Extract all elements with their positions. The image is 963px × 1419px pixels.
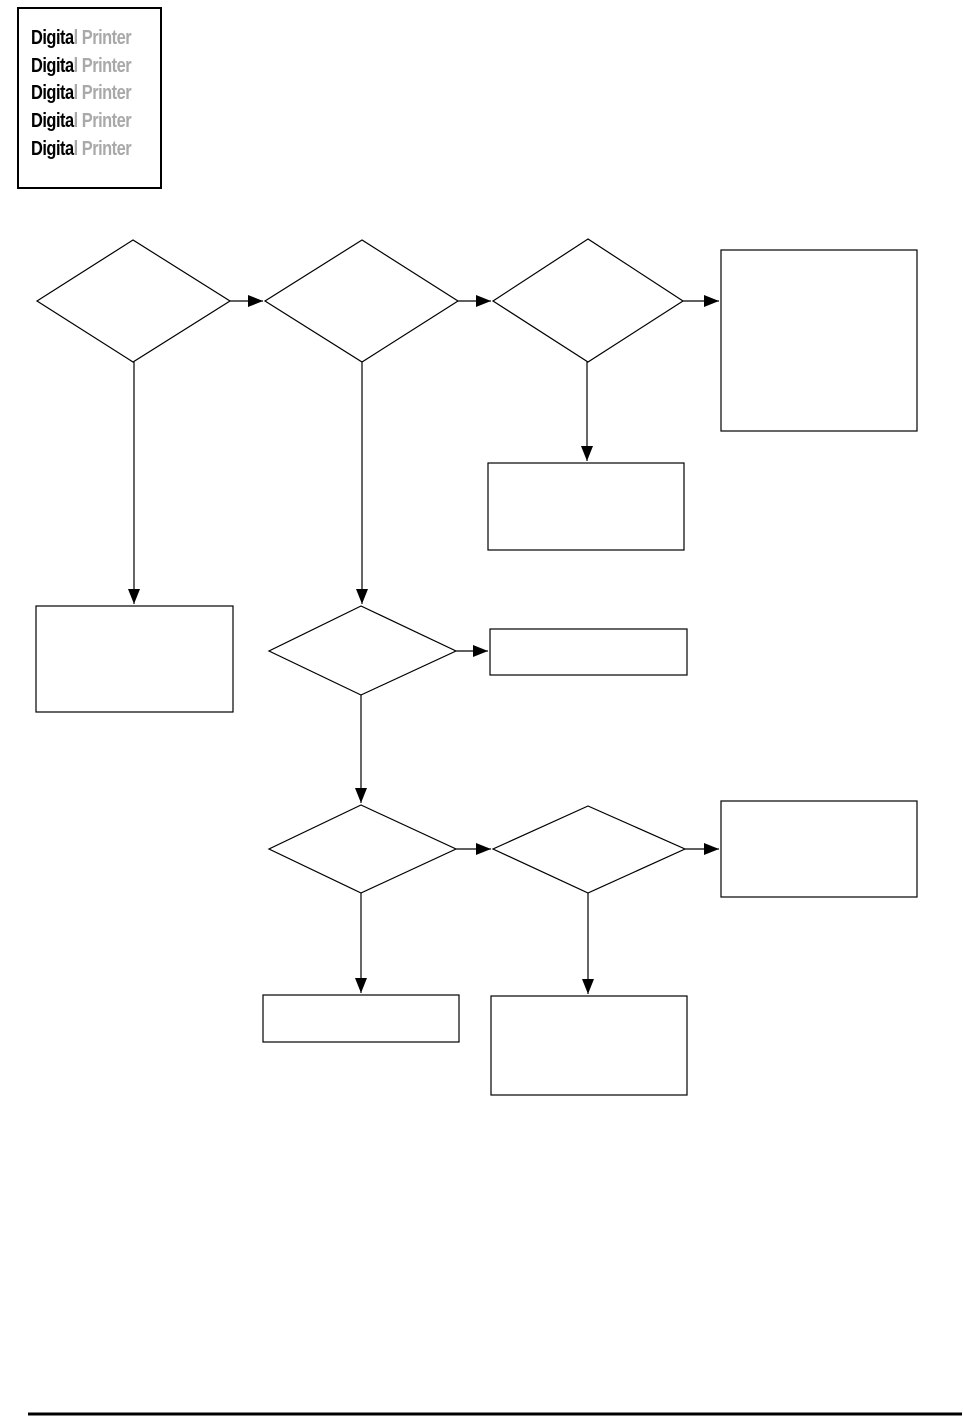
process-box-4	[489, 628, 688, 676]
decision-diamond-3	[491, 238, 685, 363]
process-box-1	[720, 249, 918, 432]
logo-box: Digital Printer Digital Printer Digital …	[17, 7, 162, 189]
logo-text-black: Digita	[31, 54, 74, 77]
logo-text-black: Digita	[31, 27, 74, 49]
decision-diamond-6	[491, 805, 687, 894]
logo-line: Digital Printer	[31, 108, 137, 136]
logo-line: Digital Printer	[31, 136, 137, 164]
logo-line: Digital Printer	[31, 25, 137, 53]
process-box-7	[490, 995, 688, 1096]
decision-diamond-1	[35, 239, 232, 363]
logo-line: Digital Printer	[31, 53, 137, 81]
process-box-6	[262, 994, 460, 1043]
process-box-3	[35, 605, 234, 713]
logo-text-gray: l Printer	[73, 27, 132, 49]
process-box-5	[720, 800, 918, 898]
logo-text-gray: l Printer	[73, 110, 132, 133]
logo-text-black: Digita	[31, 110, 74, 133]
logo-line: Digital Printer	[31, 80, 137, 108]
logo-text-gray: l Printer	[73, 82, 132, 105]
logo-text-black: Digita	[31, 137, 74, 160]
decision-diamond-5	[267, 804, 458, 894]
decision-diamond-2	[263, 239, 460, 363]
logo-text-black: Digita	[31, 82, 74, 105]
process-box-2	[487, 462, 685, 551]
logo-text-gray: l Printer	[73, 137, 132, 160]
logo-text-gray: l Printer	[73, 54, 132, 77]
decision-diamond-4	[267, 605, 458, 696]
